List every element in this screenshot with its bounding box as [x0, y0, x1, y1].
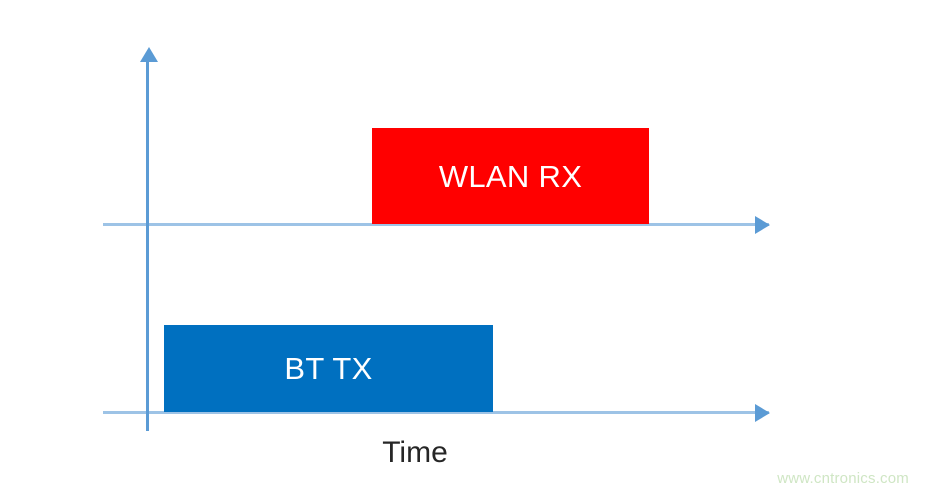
- amplitude-axis-arrow-icon: [140, 47, 158, 62]
- bt-timeline-arrow-icon: [755, 404, 770, 422]
- bt-timeline-axis: [103, 411, 769, 414]
- bt-tx-block: BT TX: [164, 325, 493, 412]
- amplitude-axis: [146, 60, 149, 431]
- watermark-text: www.cntronics.com: [777, 470, 909, 487]
- wlan-timeline-axis: [103, 223, 769, 226]
- wlan-rx-block-label: WLAN RX: [438, 158, 583, 194]
- wlan-timeline-arrow-icon: [755, 216, 770, 234]
- wlan-rx-block: WLAN RX: [372, 128, 649, 224]
- bt-tx-block-label: BT TX: [284, 351, 373, 386]
- time-axis-label: Time: [382, 436, 448, 469]
